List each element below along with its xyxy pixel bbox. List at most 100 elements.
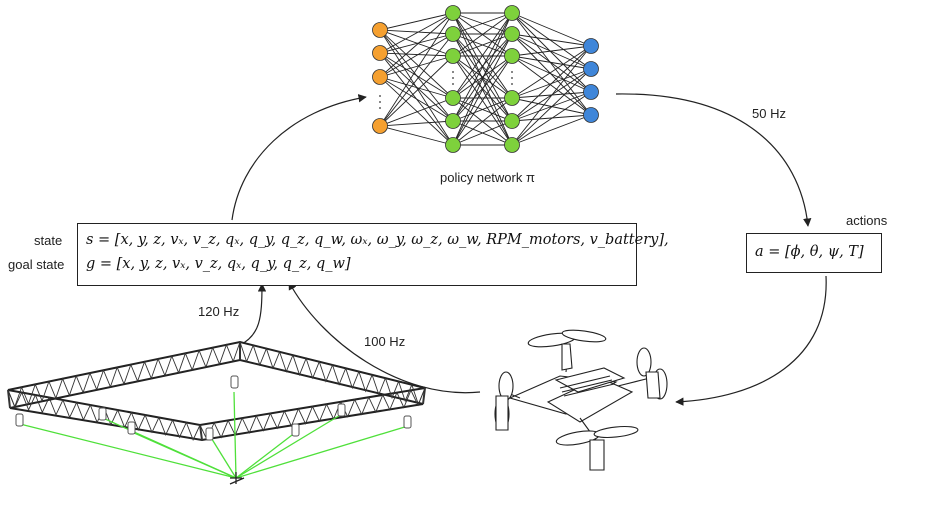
network-edge — [379, 76, 454, 122]
network-edge — [379, 52, 454, 122]
network-edge — [511, 45, 592, 57]
input-node — [372, 22, 388, 38]
network-edge — [511, 12, 592, 70]
network-edge — [511, 33, 592, 47]
network-edge — [379, 76, 454, 146]
hidden-node — [445, 90, 461, 106]
hidden-node — [445, 26, 461, 42]
hidden-node — [445, 48, 461, 64]
network-edge — [452, 33, 513, 122]
ellipsis-dot — [452, 83, 454, 85]
network-edge — [379, 55, 454, 127]
network-edge — [511, 68, 592, 146]
quadrotor-drone-graphic — [494, 329, 668, 471]
policy-rate-label: 50 Hz — [752, 106, 786, 121]
goal-vector-equation: g = [x, y, z, vₓ, v_z, qₓ, q_y, q_z, q_w… — [86, 256, 351, 272]
hidden-node — [504, 113, 520, 129]
output-node — [583, 107, 599, 123]
ellipsis-dot — [452, 71, 454, 73]
network-edge — [511, 12, 592, 116]
arrow-state-to-policy — [231, 94, 367, 221]
network-edge — [379, 29, 454, 57]
network-edge — [452, 120, 513, 146]
actions-label: actions — [846, 213, 888, 228]
network-edge — [379, 33, 454, 78]
network-edge — [511, 45, 592, 99]
network-edge — [379, 12, 454, 127]
network-edge — [452, 97, 513, 122]
network-edge — [511, 12, 592, 47]
hidden-node — [504, 26, 520, 42]
input-node — [372, 45, 388, 61]
network-edge — [379, 29, 454, 99]
ellipsis-dot — [379, 107, 381, 109]
mocap-rate-label: 120 Hz — [198, 304, 240, 319]
output-node — [583, 84, 599, 100]
hidden-node — [504, 5, 520, 21]
network-edge — [511, 55, 592, 116]
hidden-node — [445, 137, 461, 153]
network-edge — [379, 55, 454, 78]
network-edge — [452, 55, 513, 122]
ellipsis-dot — [511, 83, 513, 85]
truss-lattice — [7, 341, 241, 408]
network-edge — [511, 33, 592, 93]
network-edge — [452, 12, 513, 35]
output-node — [583, 38, 599, 54]
network-edge — [379, 33, 454, 127]
drone-rate-label: 100 Hz — [364, 334, 406, 349]
network-edge — [379, 52, 454, 57]
arrow-policy-to-actions — [615, 93, 812, 227]
network-edge — [511, 45, 592, 122]
network-edge — [452, 12, 513, 99]
hidden-node — [504, 137, 520, 153]
arrow-actions-to-drone — [675, 275, 827, 406]
action-vector-equation: a = [ϕ, θ, ψ, T] — [755, 244, 864, 260]
goal-state-label: goal state — [8, 257, 65, 272]
network-edge — [511, 114, 592, 146]
network-edge — [379, 29, 454, 35]
network-edge — [452, 33, 513, 99]
network-edge — [452, 55, 513, 146]
ellipsis-dot — [379, 95, 381, 97]
hidden-node — [445, 113, 461, 129]
arrow-mocap-to-state — [239, 283, 267, 346]
network-edge — [452, 12, 513, 122]
output-node — [583, 61, 599, 77]
hidden-node — [504, 48, 520, 64]
network-edge — [511, 55, 592, 93]
ellipsis-dot — [511, 71, 513, 73]
network-edge — [379, 120, 454, 127]
network-edge — [452, 33, 513, 57]
arrow-drone-to-state — [288, 281, 481, 394]
ellipsis-dot — [511, 77, 513, 79]
ellipsis-dot — [379, 101, 381, 103]
truss-lattice — [239, 341, 426, 406]
hidden-node — [504, 90, 520, 106]
input-node — [372, 69, 388, 85]
network-edge — [511, 91, 592, 146]
input-node — [372, 118, 388, 134]
network-edge — [511, 12, 592, 93]
network-edge — [379, 52, 454, 99]
network-edge — [379, 12, 454, 31]
ellipsis-dot — [452, 77, 454, 79]
network-edge — [379, 12, 454, 54]
action-equation-box: a = [ϕ, θ, ψ, T] — [746, 233, 882, 273]
network-edge — [379, 12, 454, 78]
network-edge — [452, 12, 513, 146]
network-edge — [452, 12, 513, 57]
hidden-node — [445, 5, 461, 21]
network-edge — [379, 76, 454, 99]
truss-lattice — [199, 387, 426, 441]
state-equation-box: s = [x, y, z, vₓ, v_z, qₓ, q_y, q_z, q_w… — [77, 223, 669, 286]
network-edge — [511, 55, 592, 70]
policy-network-graphic — [372, 5, 599, 153]
network-edge — [379, 33, 454, 54]
network-edge — [452, 33, 513, 146]
state-label: state — [34, 233, 63, 248]
state-vector-equation: s = [x, y, z, vₓ, v_z, qₓ, q_y, q_z, q_w… — [86, 232, 669, 248]
network-edge — [452, 97, 513, 146]
network-edge — [511, 45, 592, 146]
